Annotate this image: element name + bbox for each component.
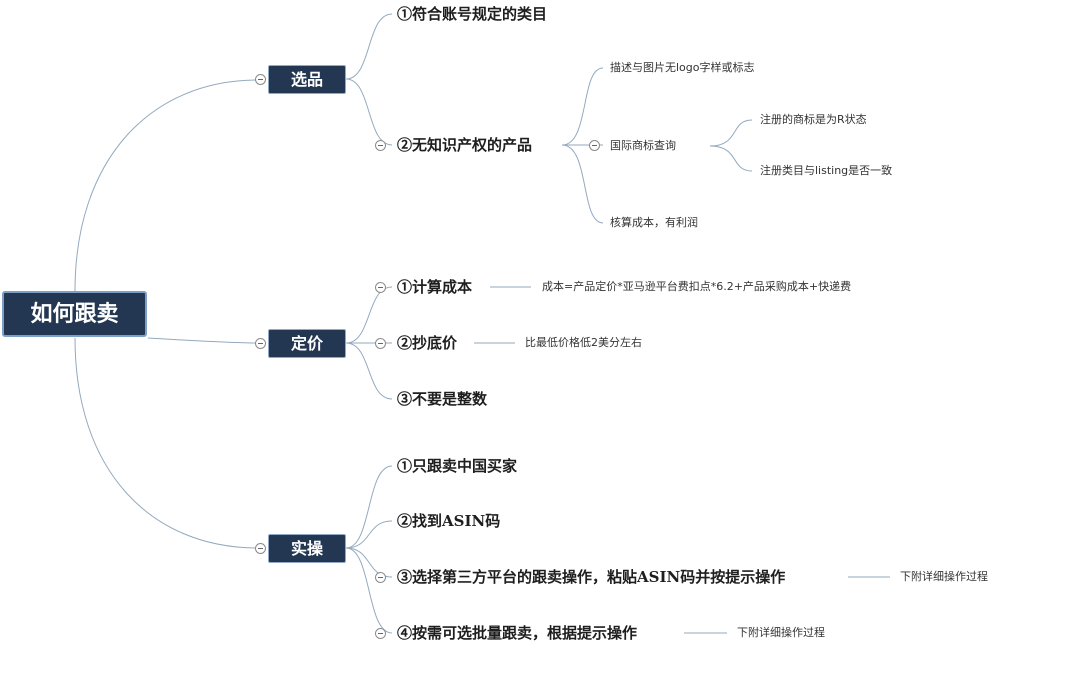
practice-item4[interactable]: ④按需可选批量跟卖，根据提示操作 — [397, 624, 638, 642]
connector-practice-item3 — [345, 547, 393, 578]
connector-trademark-tm2 — [709, 145, 753, 172]
practice-item1[interactable]: ①只跟卖中国买家 — [397, 457, 518, 475]
connector-practice-item2 — [345, 520, 393, 549]
collapse-toggle-icon[interactable] — [375, 572, 386, 583]
selection-tm2[interactable]: 注册类目与listing是否一致 — [760, 164, 893, 177]
selection-cost[interactable]: 核算成本，有利润 — [610, 216, 698, 229]
practice-item4-note[interactable]: 下附详细操作过程 — [737, 626, 825, 639]
collapse-toggle-icon[interactable] — [375, 282, 386, 293]
connector-trademark-tm1 — [709, 119, 753, 147]
root-topic[interactable]: 如何跟卖 — [2, 291, 147, 337]
selection-desc[interactable]: 描述与图片无logo字样或标志 — [610, 61, 755, 74]
pricing-item2[interactable]: ②抄底价 — [397, 334, 458, 352]
connector-selection-item1 — [345, 13, 393, 80]
pricing-item2-note[interactable]: 比最低价格低2美分左右 — [525, 336, 642, 349]
connector-pricing-item1 — [345, 286, 393, 344]
selection-trademark[interactable]: 国际商标查询 — [610, 139, 676, 152]
selection-item1[interactable]: ①符合账号规定的类目 — [397, 5, 548, 23]
connector-selection-item2 — [345, 78, 393, 146]
connector-root-selection — [74, 79, 259, 292]
practice-item3[interactable]: ③选择第三方平台的跟卖操作，粘贴ASIN码并按提示操作 — [397, 568, 786, 586]
topic-pricing[interactable]: 定价 — [268, 329, 346, 358]
pricing-item1[interactable]: ①计算成本 — [397, 278, 473, 296]
selection-item2[interactable]: ②无知识产权的产品 — [397, 136, 533, 154]
pricing-item3[interactable]: ③不要是整数 — [397, 390, 488, 408]
connector-item2-desc — [561, 67, 604, 146]
collapse-toggle-icon[interactable] — [375, 338, 386, 349]
pricing-item1-note[interactable]: 成本=产品定价*亚马逊平台费扣点*6.2+产品采购成本+快递费 — [542, 280, 852, 293]
connector-practice-item4 — [345, 547, 393, 634]
collapse-toggle-icon[interactable] — [589, 140, 600, 151]
collapse-toggle-icon[interactable] — [255, 543, 266, 554]
collapse-toggle-icon[interactable] — [255, 338, 266, 349]
practice-item3-note[interactable]: 下附详细操作过程 — [900, 570, 988, 583]
topic-selection[interactable]: 选品 — [268, 65, 346, 94]
topic-practice[interactable]: 实操 — [268, 534, 346, 563]
connector-pricing-item3 — [345, 342, 393, 400]
connector-item2-cost — [561, 144, 604, 224]
selection-tm1[interactable]: 注册的商标是为R状态 — [760, 113, 867, 126]
collapse-toggle-icon[interactable] — [255, 74, 266, 85]
practice-item2[interactable]: ②找到ASIN码 — [397, 512, 501, 530]
connector-root-pricing — [147, 337, 259, 344]
connector-practice-item1 — [345, 465, 393, 549]
collapse-toggle-icon[interactable] — [375, 628, 386, 639]
collapse-toggle-icon[interactable] — [375, 140, 386, 151]
connector-root-practice — [74, 337, 259, 549]
